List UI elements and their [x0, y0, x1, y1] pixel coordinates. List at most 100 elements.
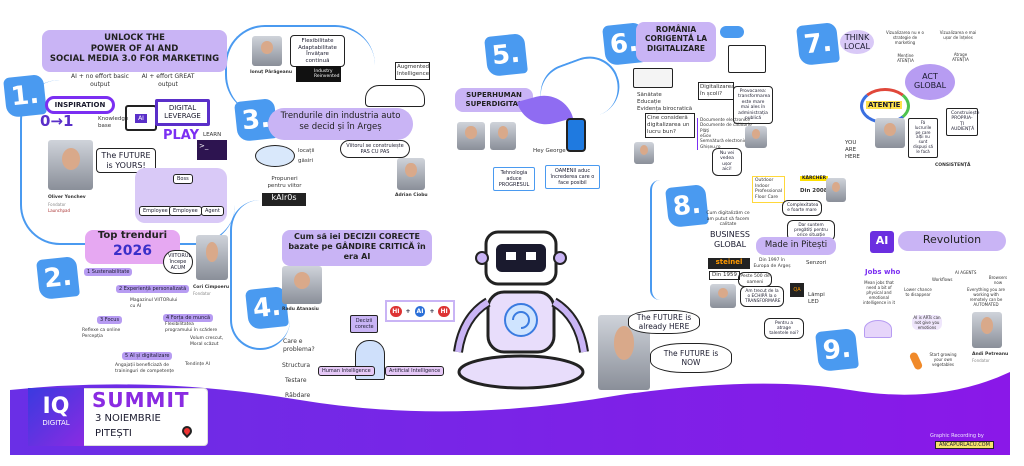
viz-note: Vizualizarea nu e o strategie de marketi…: [886, 30, 924, 45]
proposals-label: Propuneri pentru viitor: [267, 176, 302, 189]
speaker-name: Andi Petreanu: [972, 352, 1009, 357]
laptop-icon: AI: [125, 105, 157, 131]
sector-item: Sănătate: [637, 92, 662, 98]
tech-progress-box: Tehnologia aduce PROGRESUL: [493, 167, 535, 191]
speaker-photo: [634, 142, 654, 164]
terminal-icon: >_: [197, 140, 227, 160]
speaker-role: Fondator: [193, 291, 211, 296]
speaker-photo: [490, 122, 516, 150]
viitorul-bubble: VIITORUL începe ACUM: [163, 250, 193, 274]
complex-bubble: Complexitatea e foarte mare: [782, 200, 822, 217]
ai-note: Browsers now: [988, 275, 1008, 285]
ai-note: AI is ARTs can not give you emotions: [912, 315, 942, 330]
phone-icon: [566, 118, 586, 152]
logo-digital: DIGITAL: [42, 419, 70, 427]
care-note: Cum digitalizăm ce am putut să facem cal…: [706, 211, 750, 228]
kairos-logo: kAIr0s: [262, 193, 306, 206]
panel4-title: Cum să iei DECIZII CORECTE bazate pe GÂN…: [282, 230, 432, 266]
attract-bubble: Pentru a atrage talentele noi?: [764, 318, 804, 340]
trend-note: Tendințe AI: [185, 362, 210, 367]
tag-gasiri: găsiri: [298, 158, 314, 164]
who-considers: Cine consideră digitalizarea un lucru bu…: [645, 113, 695, 138]
speaker-org: Launchpad: [48, 208, 71, 213]
segment-item: Outdoor: [755, 178, 774, 183]
bottom-wave: [10, 372, 1010, 455]
speaker-photo: [972, 312, 1002, 348]
speaker-name: Adrian Ciobu: [395, 193, 428, 198]
sensor-label: Senzori: [806, 260, 827, 266]
human-intelligence-label: Human Intelligence: [318, 366, 375, 376]
egov-item: Semnătură electronică: [700, 139, 749, 145]
boss-node: Boss: [173, 174, 193, 184]
revolution-title: Revolution: [898, 231, 1006, 251]
logo-iq: IQ: [42, 394, 70, 419]
speaker-photo: [457, 122, 485, 150]
zero-to-one: 0→1: [40, 112, 74, 130]
speaker-photo: [598, 315, 650, 390]
panel1-title: UNLOCK THE POWER OF AI AND SOCIAL MEDIA …: [42, 30, 227, 72]
formula-box: HI+ AI+ HI: [385, 300, 455, 322]
sector-item: Educație: [637, 99, 661, 105]
atentie-label: ATENȚIE: [866, 101, 903, 109]
credit-label: Graphic Recording by: [930, 433, 984, 439]
speaker-name: Radu Atanasiu: [282, 307, 319, 312]
ai-note: Start growing your own vegetables: [929, 352, 957, 367]
viz-note: Vizualizarea e mai ușor de înțeles: [939, 30, 977, 40]
trend-note: Magazinul VIITORului cu AI: [130, 298, 178, 309]
transform-bubble: Provocarea: transformarea este mare mai …: [733, 86, 773, 125]
play-label: PLAY: [163, 128, 200, 143]
robot-illustration: [453, 230, 589, 390]
people-count: Peste 500 de oameni: [738, 272, 772, 288]
speaker-name: Cori Cimpoeru: [193, 285, 230, 290]
hi-circle: HI: [390, 305, 402, 317]
flexibility-bubble: Flexibilitate Adaptabilitate Învățare co…: [290, 35, 345, 68]
title-text: Top trenduri: [97, 230, 168, 241]
iq-digital-logo: IQ DIGITAL: [28, 388, 84, 446]
lamp-label: Lămpi LED: [808, 292, 825, 305]
summit-city: PITEȘTI: [95, 428, 132, 439]
speaker-photo: [875, 118, 905, 148]
summit-title: SUMMIT: [92, 388, 190, 412]
speaker-photo: [710, 284, 736, 308]
jobs-who: Jobs who: [865, 268, 901, 276]
trend-note: Reflexe ca online Percepția: [82, 328, 121, 339]
speaker-photo: [397, 158, 425, 190]
org-chart: Boss Employee Employee Agent: [135, 168, 227, 223]
credit-site[interactable]: ANCAPURLACU.COM: [935, 441, 994, 449]
speaker-photo: [196, 235, 228, 280]
sector-item: Evidența birocratică: [637, 106, 693, 112]
section-2-badge: 2.: [36, 256, 80, 300]
karcher-logo: KÄRCHER: [800, 176, 829, 181]
connector-line: [225, 25, 375, 115]
ai-note: Lower chance to disappear: [904, 287, 932, 297]
ai-effort: AI + effort GREAT output: [141, 73, 195, 88]
you-are-here: YOU ARE HERE: [845, 140, 860, 160]
speaker-photo: [282, 266, 322, 304]
since-1959: Din 1959: [709, 271, 740, 280]
ai-note: Everything you are working with remotely…: [966, 287, 1006, 307]
consistency-label: CONSISTENȚĂ: [935, 163, 971, 168]
since-1997: Din 1997 în Europa de Argeș: [753, 258, 791, 269]
speaker-role: Fondator: [48, 202, 66, 207]
panel3-title: Trendurile din industria auto se decid ș…: [268, 108, 413, 140]
hi-circle: HI: [438, 305, 450, 317]
speaker-photo: [826, 178, 846, 202]
school-digital: Digitalizarea în școli?: [698, 82, 735, 100]
egov-item: Plăți: [700, 128, 710, 134]
section-8-badge: 8.: [665, 184, 709, 228]
connector-line: [650, 180, 670, 300]
ai-circle: AI: [414, 305, 426, 317]
things-note: Fă lucrurile pe care alții nu sunt dispu…: [908, 118, 938, 158]
build-note: Construiește PROPRIA-ȚI AUDIENȚĂ: [946, 108, 979, 136]
question-bubble: Nu vei vedea ușor aici!: [712, 148, 742, 176]
viz-note: Atrage ATENȚIA: [952, 52, 969, 62]
segment-item: Indoor: [755, 183, 770, 189]
people-icon: [255, 145, 295, 167]
think-local: THINK LOCAL: [840, 30, 874, 54]
year-text: 2026: [113, 242, 152, 259]
ai-label: AI: [135, 113, 147, 123]
act-global: ACT GLOBAL: [905, 64, 955, 100]
agent-node: Agent: [201, 206, 224, 216]
